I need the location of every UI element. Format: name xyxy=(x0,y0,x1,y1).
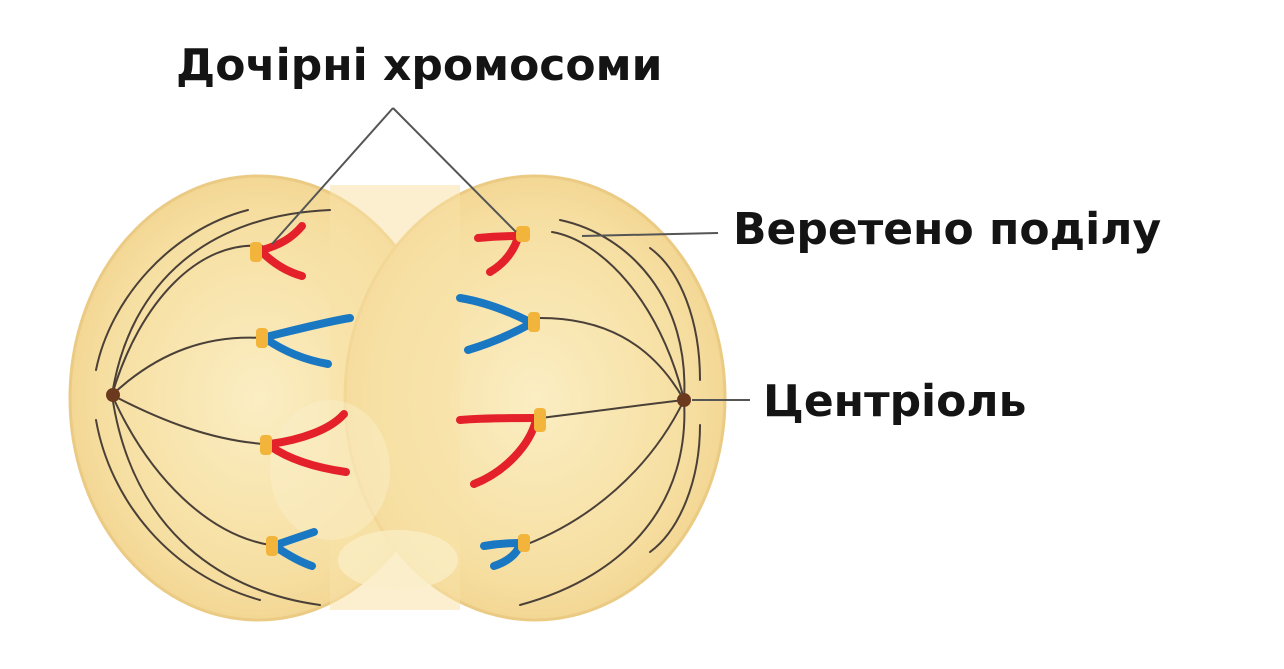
cell-body xyxy=(68,174,727,622)
leader-spindle xyxy=(581,232,719,237)
chromosome-right-2 xyxy=(456,294,540,354)
chromosome-right-1 xyxy=(474,226,530,276)
chromosome-left-2 xyxy=(256,314,354,368)
centriole-left xyxy=(106,388,120,402)
chromosome-left-1 xyxy=(250,222,306,280)
leader-daughter-right xyxy=(392,107,517,233)
centriole-right xyxy=(677,393,691,407)
label-spindle: Веретено поділу xyxy=(733,204,1162,255)
spindle-fibers-right xyxy=(519,219,701,606)
chromosome-right-4 xyxy=(480,534,530,570)
leader-daughter-left xyxy=(271,107,394,245)
label-daughter-chromosomes: Дочірні хромосоми xyxy=(176,40,663,91)
chromosome-left-4 xyxy=(266,528,318,570)
chromosome-left-3 xyxy=(260,410,350,476)
label-centriole: Центріоль xyxy=(763,376,1027,427)
chromosome-right-3 xyxy=(456,408,546,488)
leader-lines xyxy=(271,107,750,401)
spindle-fibers-left xyxy=(95,209,331,606)
